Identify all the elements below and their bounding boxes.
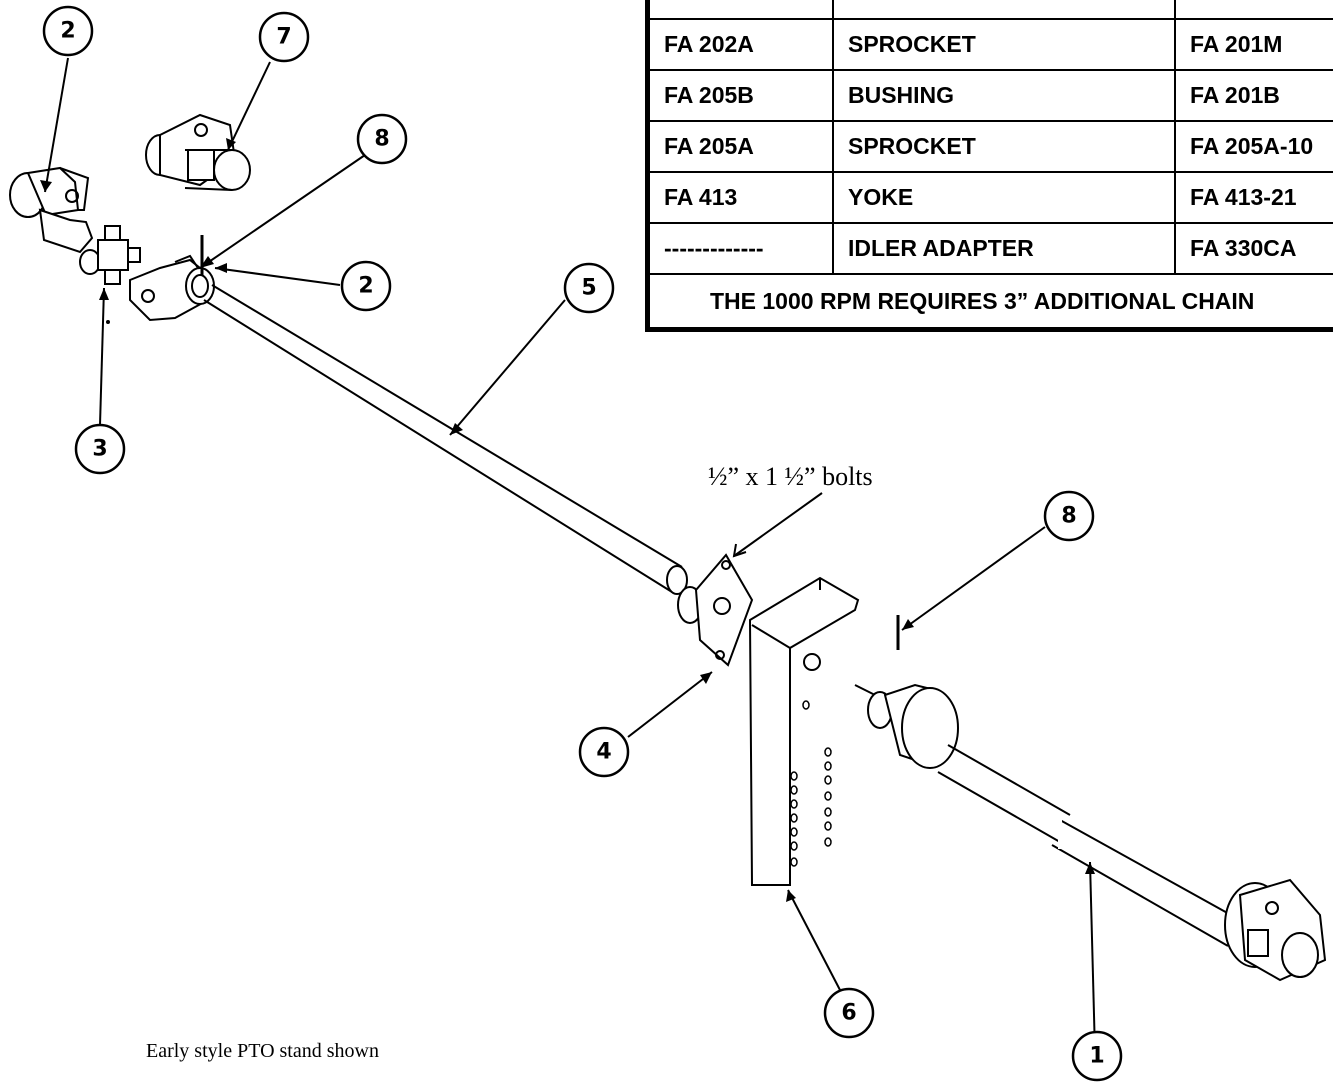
figure-caption: Early style PTO stand shown	[146, 1040, 379, 1062]
table-row: ------------- IDLER ADAPTER FA 330CA	[646, 222, 1333, 275]
pto-shaft-part-1	[867, 683, 1327, 982]
callout-2-mid: 2	[358, 274, 373, 299]
callout-2-top: 2	[60, 19, 75, 44]
callout-6-circle	[823, 987, 875, 1039]
callout-5-circle	[563, 262, 615, 314]
table-cell: FA 330CA	[1174, 222, 1333, 275]
callout-8-right: 8	[1061, 504, 1076, 529]
callout-1-circle	[1071, 1030, 1123, 1082]
yoke-part-7	[145, 113, 251, 191]
cross-part-3	[79, 225, 141, 324]
callout-6: 6	[841, 1001, 856, 1026]
callout-5: 5	[581, 276, 596, 301]
table-row: FA 205A SPROCKET FA 205A-10	[646, 120, 1333, 173]
callout-1: 1	[1089, 1044, 1104, 1069]
parts-table: FA 202A SPROCKET FA 201M FA 205B BUSHING…	[645, 0, 1333, 332]
callout-circles	[42, 5, 1123, 1082]
shaft-part-5	[203, 284, 688, 595]
table-row: FA 202A SPROCKET FA 201M	[646, 18, 1333, 71]
callout-4: 4	[596, 740, 611, 765]
table-cell: FA 413	[646, 171, 834, 224]
yoke-part-2	[9, 166, 94, 254]
table-cell: BUSHING	[832, 69, 1176, 122]
table-cell: FA 205A-10	[1174, 120, 1333, 173]
table-cell	[832, 0, 1176, 20]
table-cell: SPROCKET	[832, 120, 1176, 173]
callout-8-top: 8	[374, 127, 389, 152]
table-cell: FA 205B	[646, 69, 834, 122]
callout-8-top-circle	[356, 113, 408, 165]
yoke-part-2-mid	[129, 254, 215, 322]
callout-8-right-circle	[1043, 490, 1095, 542]
table-cell: -------------	[646, 222, 834, 275]
callout-2-top-circle	[42, 5, 94, 57]
table-cell: FA 413-21	[1174, 171, 1333, 224]
bolt-size-label: ½” x 1 ½” bolts	[708, 462, 873, 491]
table-cell	[1174, 0, 1333, 20]
bolt-arrowhead	[732, 543, 747, 558]
callout-7: 7	[276, 25, 291, 50]
table-cell: FA 201B	[1174, 69, 1333, 122]
table-cell: FA 202A	[646, 18, 834, 71]
table-cell	[646, 0, 834, 20]
table-row	[646, 0, 1333, 20]
table-cell: YOKE	[832, 171, 1176, 224]
leader-arrowheads	[40, 138, 1095, 902]
callout-3: 3	[92, 437, 107, 462]
callout-7-circle	[258, 11, 310, 63]
table-cell: FA 201M	[1174, 18, 1333, 71]
table-cell: SPROCKET	[832, 18, 1176, 71]
stand-part-6	[748, 576, 860, 886]
table-cell: FA 205A	[646, 120, 834, 173]
table-note: THE 1000 RPM REQUIRES 3” ADDITIONAL CHAI…	[646, 273, 1333, 331]
callout-4-circle	[578, 726, 630, 778]
bearing-part-4	[677, 553, 754, 667]
pin-guide-line	[854, 684, 876, 696]
table-row: FA 413 YOKE FA 413-21	[646, 171, 1333, 224]
table-cell: IDLER ADAPTER	[832, 222, 1176, 275]
callout-2-mid-circle	[340, 260, 392, 312]
table-note-row: THE 1000 RPM REQUIRES 3” ADDITIONAL CHAI…	[646, 273, 1333, 331]
callout-3-circle	[74, 423, 126, 475]
table-row: FA 205B BUSHING FA 201B	[646, 69, 1333, 122]
leader-lines	[44, 57, 1096, 1054]
